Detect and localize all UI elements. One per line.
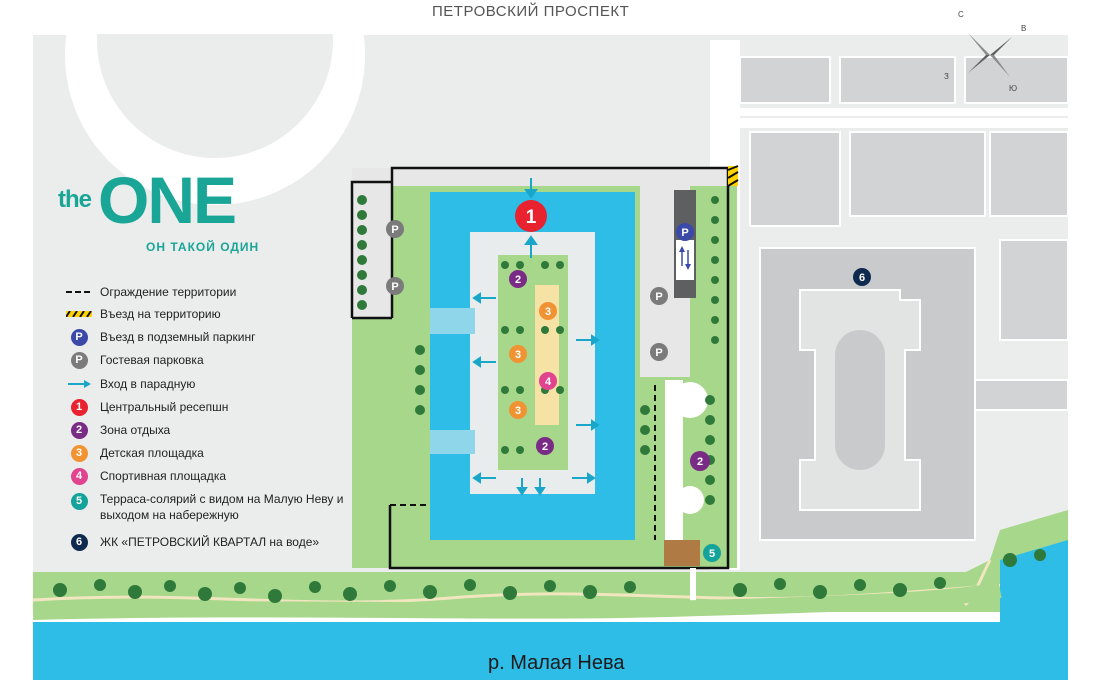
compass-north-label: С bbox=[958, 10, 964, 19]
river-label: р. Малая Нева bbox=[488, 652, 625, 674]
reception-icon: 1 bbox=[70, 398, 88, 416]
svg-text:2: 2 bbox=[515, 274, 521, 286]
legend-label: Терраса-солярий с видом на Малую Неву и … bbox=[100, 492, 344, 522]
marker-guest-parking-1[interactable]: P bbox=[386, 220, 404, 238]
svg-text:3: 3 bbox=[545, 306, 551, 318]
legend-label: Ограждение территории bbox=[100, 285, 237, 299]
legend-terrace: 5 Терраса-солярий с видом на Малую Неву … bbox=[66, 491, 350, 525]
svg-text:4: 4 bbox=[545, 376, 552, 388]
marker-kids-2[interactable]: 3 bbox=[509, 345, 527, 363]
marker-kids-3[interactable]: 3 bbox=[509, 401, 527, 419]
logo-the: the bbox=[58, 186, 92, 213]
svg-text:3: 3 bbox=[515, 405, 521, 417]
svg-text:P: P bbox=[655, 291, 662, 303]
compass-icon bbox=[968, 33, 1012, 77]
marker-kids-1[interactable]: 3 bbox=[539, 302, 557, 320]
marker-guest-parking-4[interactable]: P bbox=[650, 343, 668, 361]
svg-text:6: 6 bbox=[859, 272, 865, 284]
terrace-icon: 5 bbox=[70, 492, 88, 510]
entry-hazard bbox=[727, 165, 739, 187]
compass-south-label: Ю bbox=[1009, 84, 1018, 93]
marker-guest-parking-2[interactable]: P bbox=[386, 277, 404, 295]
legend-label: Въезд на территорию bbox=[100, 307, 221, 321]
svg-text:P: P bbox=[681, 227, 688, 239]
parking-guest-icon: P bbox=[70, 351, 88, 369]
marker-rest-2[interactable]: 2 bbox=[536, 437, 554, 455]
terrace-deck bbox=[664, 540, 700, 566]
legend-rest: 2 Зона отдыха bbox=[66, 420, 170, 440]
legend-label: Центральный ресепшн bbox=[100, 400, 229, 414]
svg-text:5: 5 bbox=[709, 548, 715, 560]
svg-text:2: 2 bbox=[697, 456, 703, 468]
marker-terrace[interactable]: 5 bbox=[703, 544, 721, 562]
legend-sport: 4 Спортивная площадка bbox=[66, 466, 226, 486]
legend-label: Детская площадка bbox=[100, 446, 204, 460]
svg-text:P: P bbox=[655, 347, 662, 359]
hazard-stripe-icon bbox=[66, 304, 92, 324]
marker-underground-parking[interactable]: P bbox=[676, 223, 694, 270]
logo-tagline: ОН ТАКОЙ ОДИН bbox=[146, 240, 260, 254]
legend-label: Спортивная площадка bbox=[100, 469, 226, 483]
svg-text:P: P bbox=[391, 224, 398, 236]
legend-underground-parking: P Въезд в подземный паркинг bbox=[66, 327, 256, 347]
river bbox=[33, 540, 1068, 680]
arrow-icon bbox=[66, 374, 92, 394]
street-label: ПЕТРОВСКИЙ ПРОСПЕКТ bbox=[432, 3, 630, 20]
site-fence bbox=[388, 166, 730, 570]
marker-reception[interactable]: 1 bbox=[515, 200, 547, 232]
kids-area-icon: 3 bbox=[70, 444, 88, 462]
legend-entrance: Вход в парадную bbox=[66, 374, 195, 394]
sport-area-icon: 4 bbox=[70, 467, 88, 485]
legend-label: Въезд в подземный паркинг bbox=[100, 330, 256, 344]
legend-label: Зона отдыха bbox=[100, 423, 171, 437]
marker-guest-parking-3[interactable]: P bbox=[650, 287, 668, 305]
marker-rest-1[interactable]: 2 bbox=[509, 270, 527, 288]
svg-text:2: 2 bbox=[542, 441, 548, 453]
legend-label: Гостевая парковка bbox=[100, 353, 204, 367]
logo-one: ONE bbox=[98, 163, 237, 237]
embankment-trees bbox=[53, 549, 1046, 603]
complex-icon: 6 bbox=[70, 533, 88, 551]
legend-complex: 6 ЖК «ПЕТРОВСКИЙ КВАРТАЛ на воде» bbox=[66, 532, 319, 552]
compass-west-label: З bbox=[944, 72, 949, 81]
parking-underground-icon: P bbox=[70, 328, 88, 346]
compass-east-label: В bbox=[1021, 24, 1027, 33]
entrance-arrows bbox=[472, 178, 600, 496]
site-trees bbox=[357, 195, 719, 505]
marker-sport[interactable]: 4 bbox=[539, 372, 557, 390]
svg-text:1: 1 bbox=[526, 207, 537, 228]
marker-complex[interactable]: 6 bbox=[853, 268, 871, 286]
legend-label: ЖК «ПЕТРОВСКИЙ КВАРТАЛ на воде» bbox=[100, 535, 320, 549]
legend-reception: 1 Центральный ресепшн bbox=[66, 397, 228, 417]
dashed-line-icon bbox=[66, 282, 92, 302]
marker-rest-3[interactable]: 2 bbox=[690, 451, 710, 471]
legend-label: Вход в парадную bbox=[100, 377, 196, 391]
legend-fence: Ограждение территории bbox=[66, 282, 236, 302]
svg-text:3: 3 bbox=[515, 349, 521, 361]
legend-entry: Въезд на территорию bbox=[66, 304, 221, 324]
rest-zone-icon: 2 bbox=[70, 421, 88, 439]
legend-kids: 3 Детская площадка bbox=[66, 443, 204, 463]
legend-guest-parking: P Гостевая парковка bbox=[66, 350, 204, 370]
svg-text:P: P bbox=[391, 281, 398, 293]
